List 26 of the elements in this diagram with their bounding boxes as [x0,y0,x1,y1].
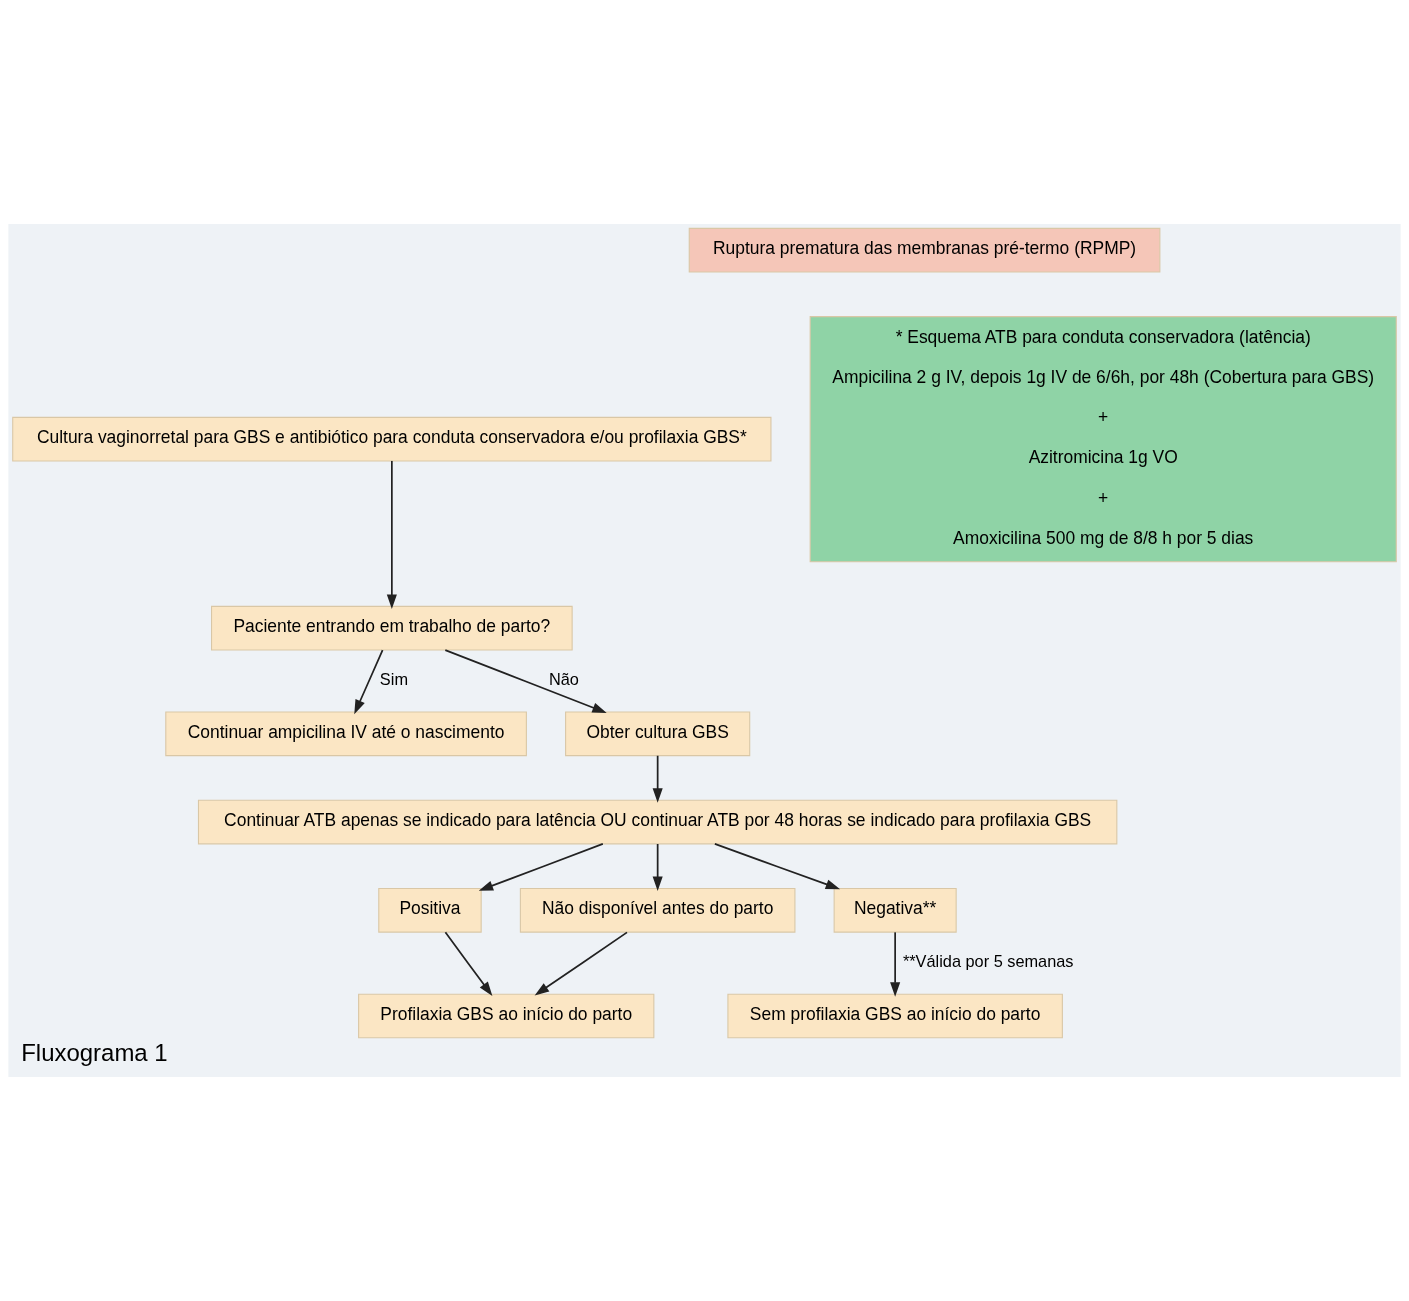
node-box: Sem profilaxia GBS ao início do parto [727,993,1063,1039]
node-box: Profilaxia GBS ao início do parto [358,993,655,1039]
arrow [354,649,384,715]
arrow [652,843,663,891]
node-box: Negativa** [833,888,957,933]
node-box: Cultura vaginorretal para GBS e antibiótico para conduta conservadora e/ou profilaxia GBS* [12,416,772,462]
arrow [534,931,628,996]
node-box: Continuar ATB apenas se indicado para latência OU continuar ATB por 48 horas se indicado para profilaxia GBS [197,799,1118,845]
node-box: * Esquema ATB para conduta conservadora (latência) Ampicilina 2 g IV, depois 1g IV de 6/6h, por 48h (Cobertura para GBS) + Azitromicina 1g VO + Amoxicilina 500 mg de 8/8 h por 5 dias [809,316,1397,563]
arrow [478,843,604,891]
node-box: Não disponível antes do parto [519,888,796,933]
edge-label: Sim [379,669,408,688]
arrow [444,649,607,713]
arrow [652,754,663,803]
arrow [444,931,493,997]
arrow [890,931,901,997]
edge-label: **Válida por 5 semanas [902,951,1074,970]
edge-label: Não [548,669,579,688]
caption: Fluxograma 1 [21,1039,168,1067]
arrow [713,843,841,890]
arrow [386,460,397,609]
node-box: Continuar ampicilina IV até o nascimento [165,711,527,757]
node-box: Ruptura prematura das membranas pré-termo (RPMP) [688,227,1161,273]
node-box: Paciente entrando em trabalho de parto? [211,605,573,651]
node-box: Obter cultura GBS [565,711,751,757]
node-box: Positiva [378,888,482,933]
